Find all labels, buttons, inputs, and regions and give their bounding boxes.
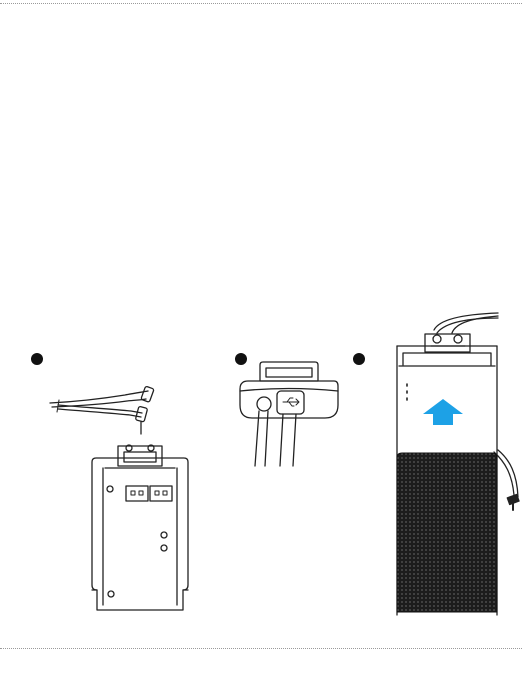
up-arrow-icon [423, 399, 463, 425]
connector-plug-with-usb [240, 362, 338, 466]
cable [50, 386, 154, 434]
speaker-mesh-sleeve [397, 453, 497, 612]
battery-box-with-cable [50, 386, 188, 610]
battery-box [92, 445, 188, 610]
speaker-insert-battery [397, 313, 519, 615]
usb-icon [283, 398, 299, 406]
